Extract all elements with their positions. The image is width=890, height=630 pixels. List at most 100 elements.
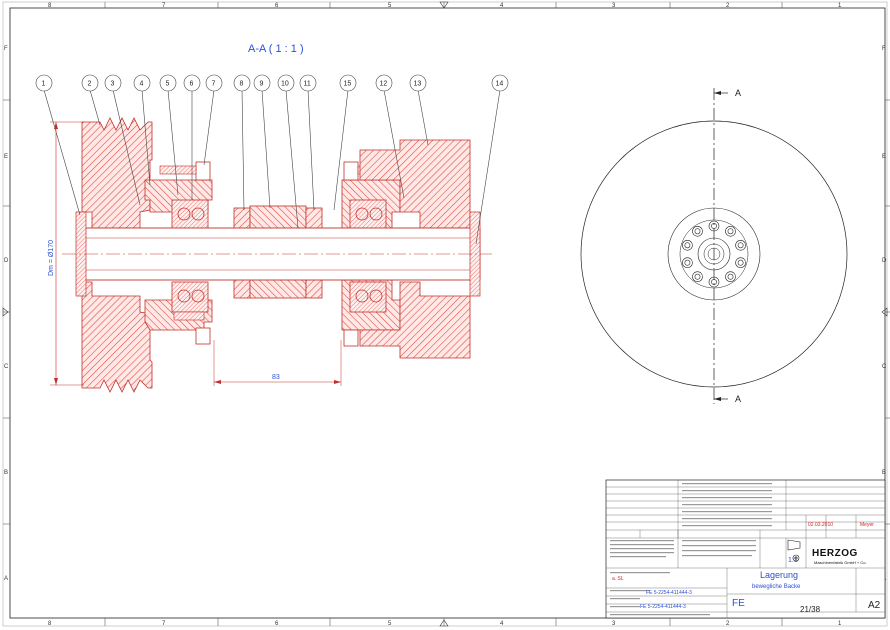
zone-row-D-right: D xyxy=(882,258,887,264)
bolt-hole-inner xyxy=(694,273,701,280)
svg-text:4: 4 xyxy=(140,81,144,88)
section-view xyxy=(62,117,492,393)
balloon-6: 6 xyxy=(183,74,201,200)
bolt-hole-inner xyxy=(694,228,701,235)
projection-symbol-icon xyxy=(787,539,801,562)
sleeve-9-lower xyxy=(249,277,307,299)
bolt-hole xyxy=(735,257,746,269)
title-block-notes xyxy=(610,483,772,616)
svg-text:11: 11 xyxy=(304,81,311,88)
balloon-10: 10 xyxy=(277,74,299,229)
drawing-title-line1: Lagerung xyxy=(760,570,798,580)
balloon-12: 12 xyxy=(375,74,405,199)
zone-row-C-right: C xyxy=(882,364,887,370)
drawing-title-line2: bewegliche Backe xyxy=(752,584,801,590)
bolt-hole xyxy=(725,226,736,237)
bolt-shank-lower xyxy=(173,311,205,321)
zone-row-D: D xyxy=(4,258,9,264)
balloon-11: 11 xyxy=(299,74,317,211)
zone-col-1-bottom: 1 xyxy=(838,621,842,627)
svg-text:10: 10 xyxy=(281,81,289,88)
author-name: Meyer xyxy=(860,522,874,528)
svg-text:6: 6 xyxy=(190,81,194,88)
length-dimension: 83 xyxy=(213,340,342,386)
section-marker-top: A xyxy=(735,88,741,98)
flange-8-upper xyxy=(233,207,251,231)
balloon-3: 3 xyxy=(104,74,141,206)
zone-columns: 8 7 6 5 4 3 2 1 8 7 6 5 4 3 2 1 xyxy=(48,3,842,627)
zone-col-7: 7 xyxy=(162,3,166,9)
bolt-hole xyxy=(682,257,693,269)
balloon-14: 14 xyxy=(475,74,509,245)
balloons: 1 2 3 4 5 6 7 8 9 10 11 15 12 13 14 xyxy=(35,74,509,245)
bolt-hole-inner xyxy=(684,259,691,266)
document-number-2: FE 5-2254-411444-3 xyxy=(640,604,686,610)
zone-ticks xyxy=(3,2,890,626)
body-13-lower xyxy=(359,281,471,359)
zone-row-B-right: B xyxy=(882,470,886,476)
bolt-hole xyxy=(692,226,703,237)
balloon-1: 1 xyxy=(35,74,81,216)
zone-col-5-bottom: 5 xyxy=(388,621,392,627)
pulley-lower xyxy=(81,281,153,393)
section-marker-bottom: A xyxy=(735,394,741,404)
balloon-13: 13 xyxy=(409,74,429,146)
bolt-hole-inner xyxy=(737,259,744,266)
bolt-holes xyxy=(682,220,746,288)
zone-col-3-bottom: 3 xyxy=(612,621,616,627)
diameter-dimension: Dm = Ø170 xyxy=(48,121,84,386)
flange-8-lower xyxy=(233,277,251,299)
svg-text:15: 15 xyxy=(344,81,352,88)
pulley-upper xyxy=(81,117,153,229)
balloon-8: 8 xyxy=(233,74,251,211)
title-block: a. SL FE 5-2254-411444-3 FE 5-2254-41144… xyxy=(605,479,886,619)
sheet-number: 21/38 xyxy=(800,605,821,614)
bolt-hole xyxy=(735,240,746,251)
drawing-code: FE xyxy=(732,598,745,609)
zone-row-A: A xyxy=(4,576,8,582)
zone-row-B: B xyxy=(4,470,8,476)
zone-col-6-bottom: 6 xyxy=(275,621,279,627)
sheet-frame xyxy=(9,7,886,619)
svg-text:9: 9 xyxy=(260,81,264,88)
svg-text:3: 3 xyxy=(111,81,115,88)
bolt-hole-inner xyxy=(727,228,734,235)
zone-row-F: F xyxy=(4,46,8,52)
zone-col-8: 8 xyxy=(48,3,52,9)
bolt-head-lower xyxy=(195,327,211,345)
svg-text:8: 8 xyxy=(240,81,244,88)
bolt-head-right-lower xyxy=(343,329,359,347)
balloon-5: 5 xyxy=(159,74,179,196)
zone-row-C: C xyxy=(4,364,9,370)
zone-row-F-right: F xyxy=(882,46,886,52)
company-name: HERZOG xyxy=(812,548,858,559)
bolt-shank-upper xyxy=(159,165,197,175)
center-mark-left xyxy=(2,307,9,317)
svg-text:1: 1 xyxy=(42,81,46,88)
bolt-head-upper xyxy=(195,161,211,181)
tolerance-note: a. SL xyxy=(612,576,624,582)
svg-text:7: 7 xyxy=(212,81,216,88)
balloon-15: 15 xyxy=(333,74,357,211)
company-subtitle: Maschinenfabrik GmbH + Co. xyxy=(814,560,867,565)
center-mark-right xyxy=(881,307,888,317)
zone-col-3: 3 xyxy=(612,3,616,9)
bearing-right xyxy=(349,199,387,313)
svg-text:5: 5 xyxy=(166,81,170,88)
svg-text:12: 12 xyxy=(380,81,388,88)
zone-row-E-right: E xyxy=(882,154,886,160)
balloon-7: 7 xyxy=(203,74,223,166)
zone-col-2: 2 xyxy=(726,3,730,9)
bolt-hole xyxy=(692,271,703,283)
center-mark-bottom xyxy=(439,619,449,627)
zone-col-4-bottom: 4 xyxy=(500,621,504,627)
flange-11-upper xyxy=(305,207,323,231)
svg-text:2: 2 xyxy=(88,81,92,88)
svg-text:14: 14 xyxy=(496,81,504,88)
bolt-hole xyxy=(725,271,736,283)
balloon-4: 4 xyxy=(133,74,151,186)
zone-col-5: 5 xyxy=(388,3,392,9)
bolt-hole xyxy=(682,240,693,251)
svg-text:13: 13 xyxy=(414,81,422,88)
